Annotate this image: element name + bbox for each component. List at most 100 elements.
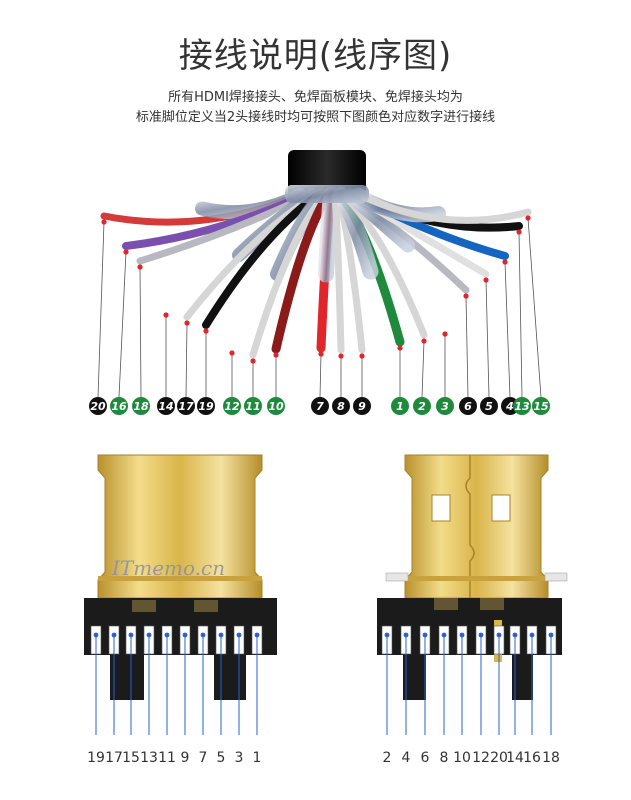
wire-end-dot	[359, 353, 365, 359]
wire-number-badge	[157, 397, 175, 415]
wire-number-badge	[459, 397, 477, 415]
wire-end-dot	[137, 264, 143, 270]
pin-number: 1	[253, 750, 262, 766]
wire-number-label: 2	[418, 400, 426, 413]
leader-line	[465, 295, 469, 398]
leader-line	[97, 221, 105, 398]
wire-number-label: 11	[245, 400, 260, 413]
description-line-2: 标准脚位定义当2头接线时均可按照下图颜色对应数字进行接线	[135, 110, 496, 125]
pin-number: 14	[506, 750, 524, 766]
left-connector	[84, 454, 277, 735]
pin-dot	[182, 632, 188, 638]
wire-fan	[100, 187, 532, 359]
pin-dot	[441, 632, 447, 638]
wire-end-dot	[502, 259, 508, 265]
wire-number-label: 17	[178, 400, 194, 413]
leader-line	[118, 251, 127, 398]
wire-shield	[318, 187, 339, 283]
pin-number: 18	[542, 750, 560, 766]
pin-number: 4	[402, 750, 411, 766]
left-connector-window	[128, 598, 160, 616]
pin-number: 13	[140, 750, 158, 766]
wire-end-dot	[101, 219, 107, 225]
leader-line	[319, 353, 322, 398]
wire-number-label: 1	[396, 400, 404, 413]
wire-number-label: 14	[158, 400, 173, 413]
pin-dot	[384, 632, 390, 638]
right-connector-window-inner	[480, 596, 504, 610]
pin-dot	[459, 632, 465, 638]
wire-number-label: 16	[111, 400, 127, 413]
pin-dot	[496, 632, 502, 638]
right-connector-side-clip	[544, 572, 568, 582]
pin-number: 8	[440, 750, 449, 766]
pin-dot	[529, 632, 535, 638]
pin-number: 20	[490, 750, 508, 766]
left-connector-window	[190, 598, 222, 616]
wire-number-badge	[132, 397, 150, 415]
watermark: ITmemo.cn	[111, 556, 225, 580]
pin-number: 10	[453, 750, 471, 766]
right-connector-shell-joint	[465, 455, 475, 598]
pin-dot	[512, 632, 518, 638]
pin-number: 5	[217, 750, 226, 766]
wire-number-label: 6	[464, 400, 472, 413]
pin-dot	[200, 632, 206, 638]
wire-number-label: 20	[90, 400, 106, 413]
wire-number-label: 9	[358, 400, 366, 413]
wire-number-badge	[480, 397, 498, 415]
pin-number: 11	[158, 750, 176, 766]
pin-dot	[93, 632, 99, 638]
wire-end-dot	[525, 215, 531, 221]
left-pin-pads	[90, 625, 263, 735]
wire	[202, 191, 322, 329]
wire-end-dot	[483, 277, 489, 283]
right-connector-hole	[491, 494, 511, 522]
pin-number: 6	[421, 750, 430, 766]
pin-number: 16	[523, 750, 541, 766]
description-line-1: 所有HDMI焊接接头、免焊面板模块、免焊接头均为	[168, 90, 463, 105]
wire-number-badge	[223, 397, 241, 415]
wire-number-badge	[413, 397, 431, 415]
leader-line	[504, 261, 511, 398]
wire-number-badge	[244, 397, 262, 415]
wire-number-label: 18	[133, 400, 149, 413]
pin-dot	[548, 632, 554, 638]
leader-line	[485, 279, 490, 398]
wire-end-dot	[163, 312, 169, 318]
wire-end-dot	[442, 331, 448, 337]
left-connector-window-inner	[194, 600, 218, 612]
leader-line	[518, 231, 523, 398]
wire-number-badge	[89, 397, 107, 415]
wire-number-badge	[332, 397, 350, 415]
wire-number-label: 8	[337, 400, 345, 413]
pin-number: 2	[383, 750, 392, 766]
wire-number-badge	[353, 397, 371, 415]
wire-number-label: 3	[441, 400, 449, 413]
wire-number-label: 10	[268, 400, 284, 413]
left-connector-window-inner	[132, 600, 156, 612]
wire-end-dot	[203, 328, 209, 334]
leader-line	[527, 217, 542, 398]
right-connector-window-inner	[434, 596, 458, 610]
pin-dot	[111, 632, 117, 638]
leader-line	[421, 340, 425, 398]
pin-number: 9	[181, 750, 190, 766]
wire-number-badge	[267, 397, 285, 415]
pin-number: 12	[472, 750, 490, 766]
pin-dot	[128, 632, 134, 638]
pin-dot	[403, 632, 409, 638]
cable-bundle	[100, 150, 532, 359]
wire	[356, 191, 532, 224]
wire-end-dot	[273, 352, 279, 358]
wire-number-label: 4	[505, 400, 514, 413]
leader-line	[185, 322, 188, 398]
wire-number-label: 15	[533, 400, 549, 413]
right-connector	[377, 454, 568, 735]
wire-number-label: 12	[224, 400, 240, 413]
right-connector-hole	[431, 494, 451, 522]
wire-number-badge	[532, 397, 550, 415]
wire-number-label: 19	[198, 400, 214, 413]
pin-number: 3	[235, 750, 244, 766]
